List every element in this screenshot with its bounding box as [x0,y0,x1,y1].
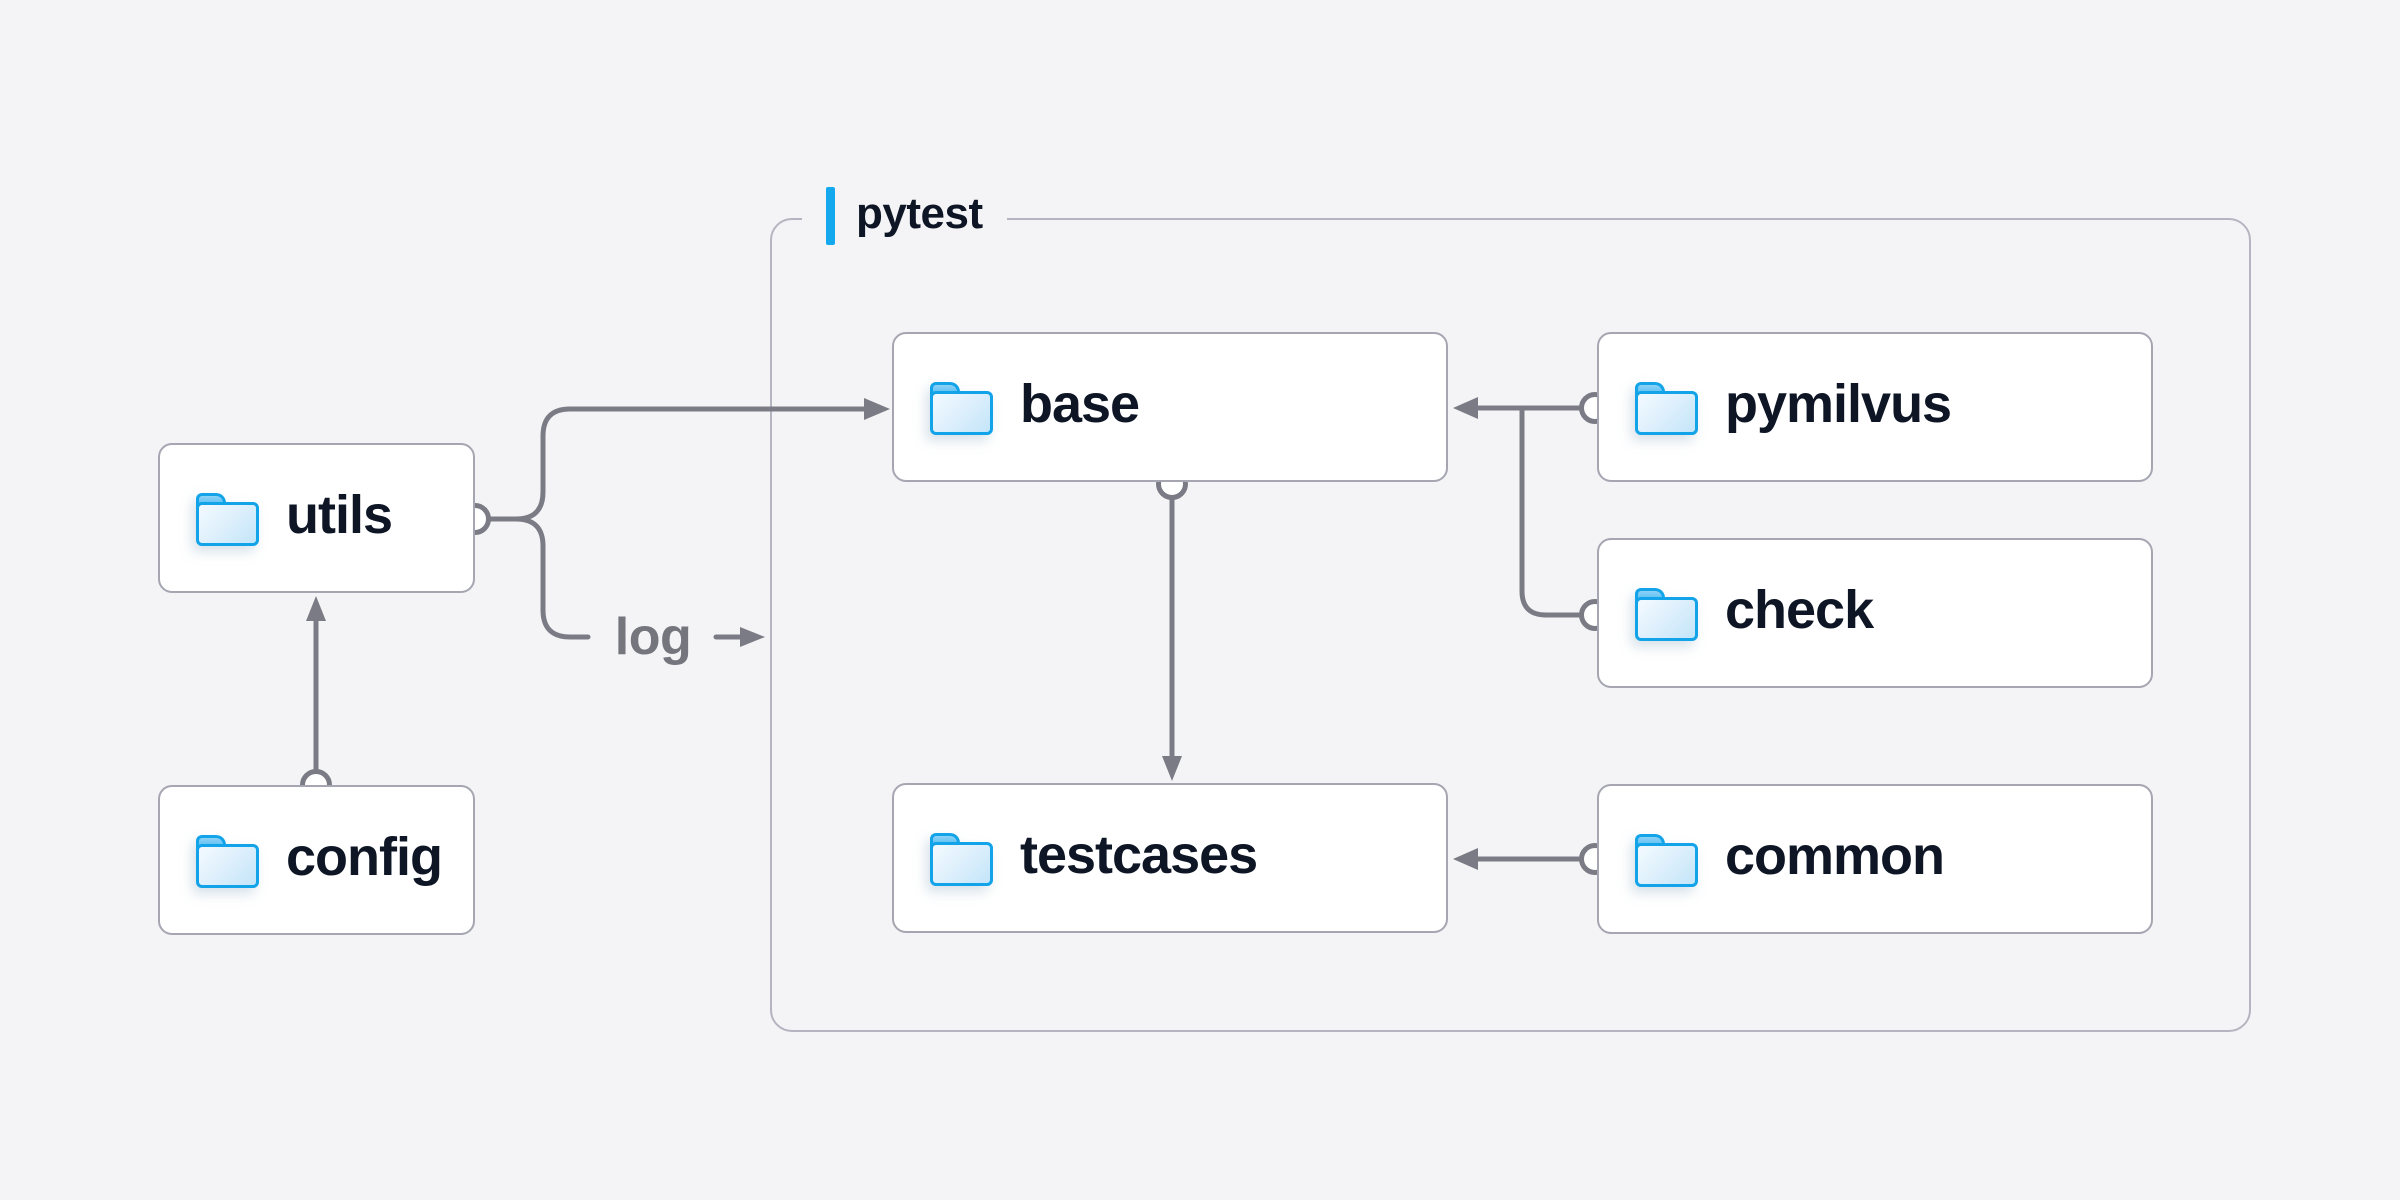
folder-node-config[interactable]: config [158,785,475,935]
folder-icon [196,490,259,546]
folder-node-label: testcases [1020,825,1258,885]
folder-node-label: pymilvus [1725,374,1952,434]
accent-bar [826,187,835,245]
pytest-group-title: pytest [856,189,983,238]
folder-node-label: check [1725,580,1874,640]
pytest-group-container [770,218,2251,1032]
edge-utils-log [513,516,591,640]
arrowhead-into-testcases-top [1162,756,1182,781]
folder-node-label: common [1725,826,1945,886]
folder-icon [1635,379,1698,435]
folder-node-pymilvus[interactable]: pymilvus [1597,332,2153,482]
folder-icon [1635,585,1698,641]
arrowhead-log [740,627,765,647]
arrowhead-into-testcases-right [1453,848,1478,870]
folder-node-common[interactable]: common [1597,784,2153,934]
log-edge-label: log [614,608,692,666]
folder-icon [1635,831,1698,887]
folder-icon [930,830,993,886]
folder-node-label: utils [286,485,393,545]
folder-node-label: config [286,827,443,887]
arrowhead-into-utils-bottom [306,596,326,621]
folder-icon [196,832,259,888]
pytest-group-label: pytest [802,186,1007,246]
edge-utils-base [487,406,869,522]
arrowhead-into-base-right [1453,397,1478,419]
folder-node-testcases[interactable]: testcases [892,783,1448,933]
edge-check-branch [1519,407,1583,618]
folder-node-utils[interactable]: utils [158,443,475,593]
folder-node-base[interactable]: base [892,332,1448,482]
arrowhead-into-base-left [864,398,890,420]
folder-node-label: base [1020,374,1140,434]
folder-node-check[interactable]: check [1597,538,2153,688]
folder-icon [930,379,993,435]
